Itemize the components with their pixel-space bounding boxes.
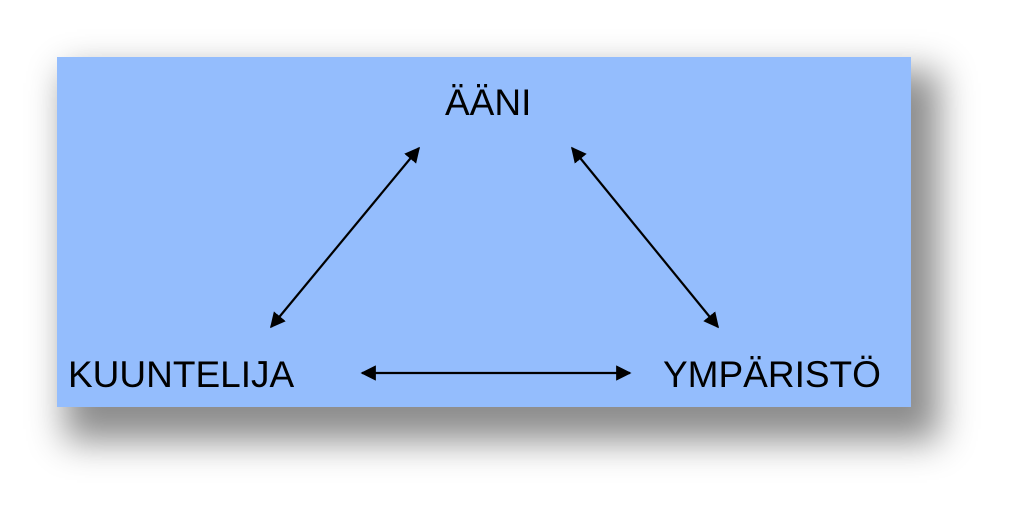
arrow-aani-kuuntelija xyxy=(270,146,420,329)
node-label-kuuntelija: KUUNTELIJA xyxy=(68,354,295,395)
arrow-aani-ymparisto xyxy=(571,146,719,329)
node-label-aani: ÄÄNI xyxy=(445,82,532,123)
node-label-ymparisto: YMPÄRISTÖ xyxy=(663,354,881,395)
diagram-panel xyxy=(57,57,911,407)
